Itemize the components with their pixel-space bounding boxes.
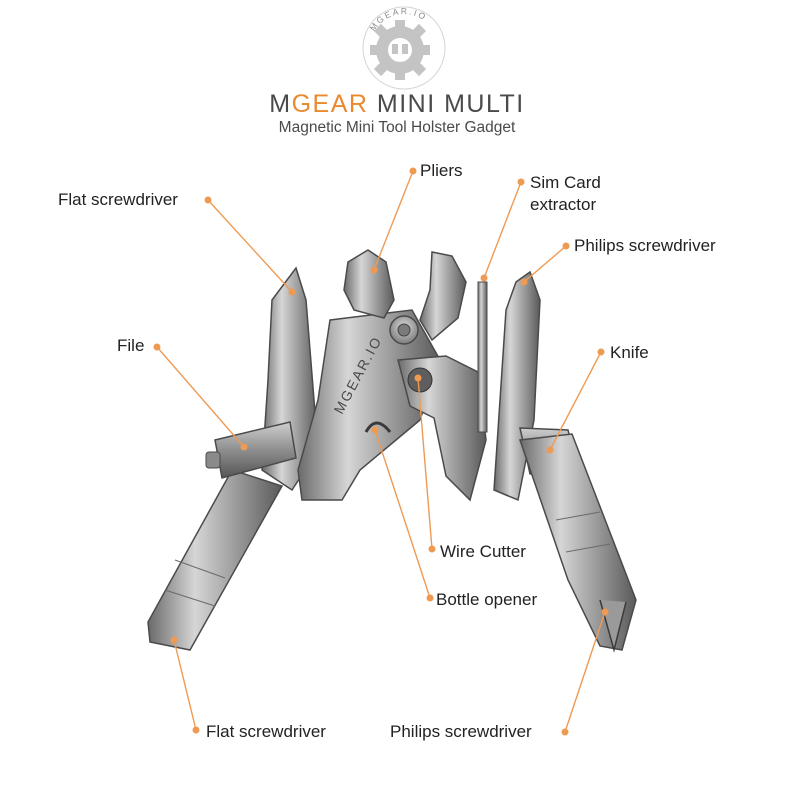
label-wire-cutter: Wire Cutter (440, 542, 526, 561)
label-philips-screwdriver-bottom: Philips screwdriver (390, 722, 532, 741)
label-knife: Knife (610, 343, 649, 362)
label-flat-screwdriver-bottom: Flat screwdriver (206, 722, 326, 741)
right-philips-screwdriver-arm (518, 433, 637, 651)
brand-suffix: MINI MULTI (368, 90, 525, 118)
pliers-right-jaw (419, 251, 467, 342)
label-file: File (117, 336, 145, 355)
brand-accent: GEAR (291, 90, 369, 118)
gear-icon (370, 20, 430, 80)
label-pliers: Pliers (420, 161, 463, 180)
brand-title: MGEAR MINI MULTI (0, 90, 794, 119)
left-flat-screwdriver-arm (147, 469, 284, 651)
brand-tagline: Magnetic Mini Tool Holster Gadget (278, 119, 516, 136)
label-flat-screwdriver-top: Flat screwdriver (58, 190, 178, 209)
brand-prefix: M (269, 90, 292, 118)
pliers-handle (297, 309, 441, 501)
mgear-logo: MGEAR.IO (362, 6, 446, 90)
sim-card-extractor (477, 281, 488, 433)
pliers-left-jaw (343, 249, 395, 319)
label-sim-card-line1: Sim Card (530, 173, 601, 192)
label-bottle-opener: Bottle opener (436, 590, 538, 609)
label-sim-card-line2: extractor (530, 195, 597, 214)
label-philips-screwdriver-top: Philips screwdriver (574, 236, 716, 255)
